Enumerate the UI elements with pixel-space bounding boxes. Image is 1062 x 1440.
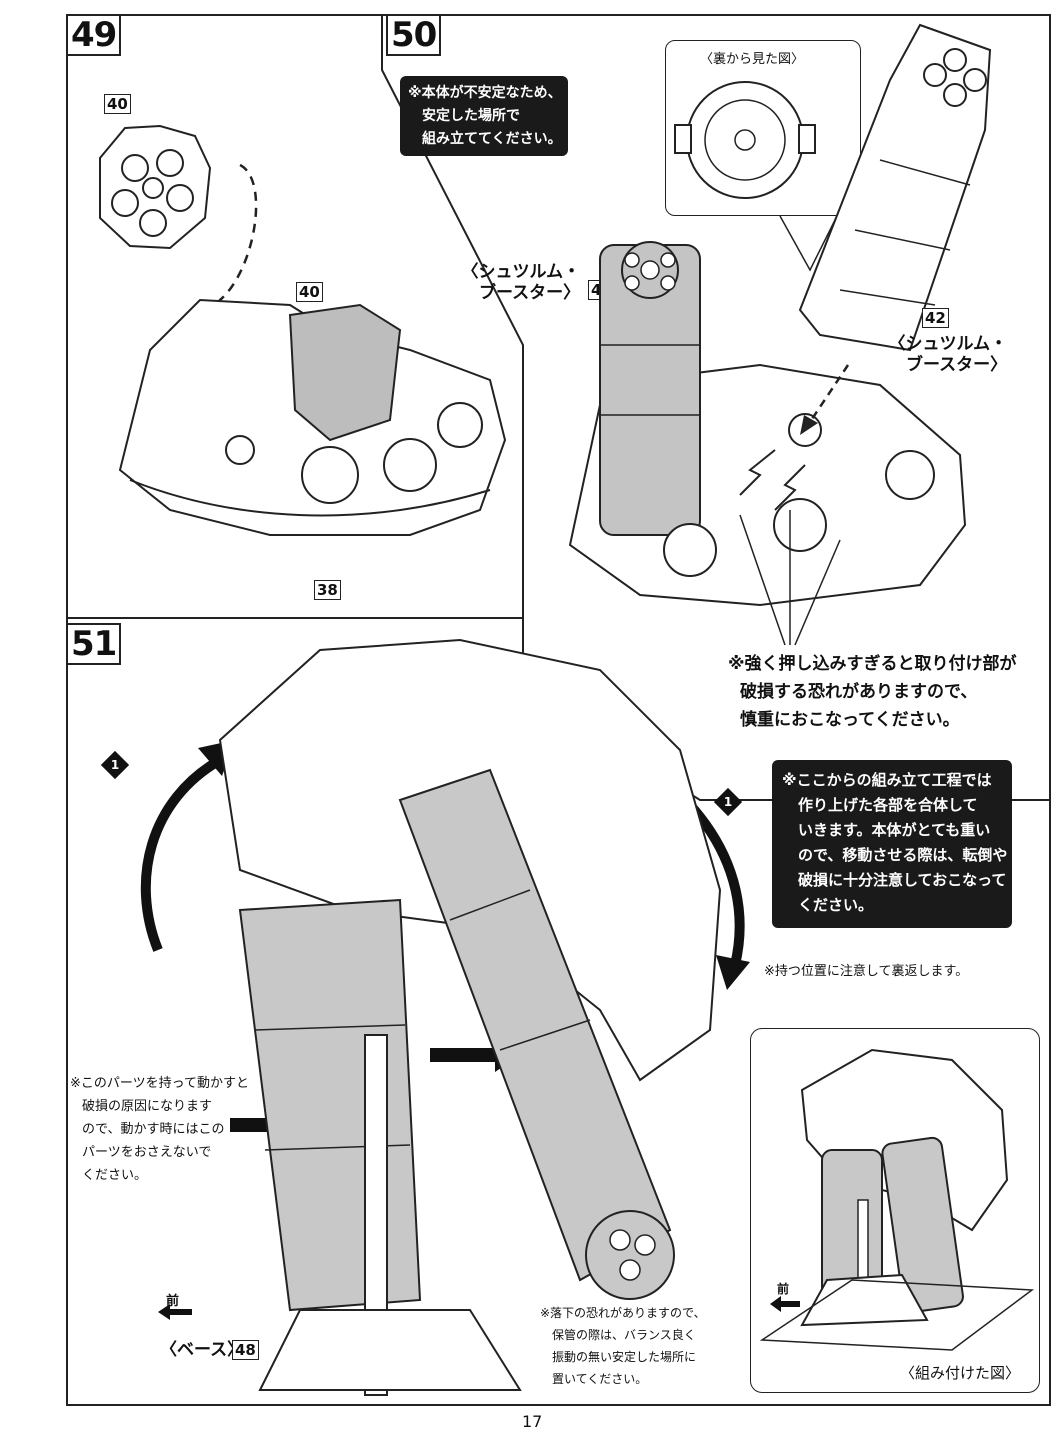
rear-view-inset <box>665 40 861 216</box>
base-label: 〈ベース〉 <box>160 1340 245 1360</box>
assembled-view-illustration <box>759 1048 1035 1351</box>
part-48: 48 <box>232 1340 259 1360</box>
marker-1-left: 1 <box>100 750 130 780</box>
step-50-number: 50 <box>386 14 442 56</box>
booster-label-right: 〈シュツルム・ ブースター〉 <box>888 334 1008 375</box>
rear-view-label: 〈裏から見た図〉 <box>700 52 805 67</box>
front-direction-label-inset: 前 <box>777 1282 790 1296</box>
force-caution-note: ※強く押し込みすぎると取り付け部が 破損する恐れがありますので、 慎重におこなっ… <box>728 654 1017 730</box>
assembled-view-label: 〈組み付けた図〉 <box>900 1364 1021 1382</box>
page-number: 17 <box>522 1412 543 1431</box>
rear-view-illustration <box>674 81 841 272</box>
assembled-view-inset <box>750 1028 1040 1393</box>
flip-note: ※持つ位置に注意して裏返します。 <box>764 964 969 979</box>
heavy-body-warning-box: ※ここからの組み立て工程では 作り上げた各部を合体して いきます。本体がとても重… <box>772 760 1012 928</box>
step-49-number: 49 <box>66 14 122 56</box>
drop-caution-note: ※落下の恐れがありますので、 保管の際は、バランス良く 振動の無い安定した場所に… <box>540 1306 706 1386</box>
step-51-assembly <box>218 638 722 1396</box>
step-51-number: 51 <box>66 623 122 665</box>
step-50-assembly <box>568 241 967 607</box>
step-49-assembly <box>118 298 507 536</box>
front-arrow-icon <box>158 1304 192 1320</box>
part-38: 38 <box>314 580 341 600</box>
part-40-middle: 40 <box>296 282 323 302</box>
caution-pointer-lines <box>739 510 841 646</box>
unstable-warning-box: ※本体が不安定なため、 安定した場所で 組み立ててください。 <box>400 76 568 156</box>
page-frame <box>66 14 1051 1406</box>
part-42-right: 42 <box>922 308 949 328</box>
hold-caution-note: ※このパーツを持って動かすと 破損の原因になります ので、動かす時にはこの パー… <box>70 1076 249 1183</box>
front-arrow-icon-inset <box>770 1296 800 1312</box>
part-40-illustration <box>99 124 212 250</box>
part-40-top: 40 <box>104 94 131 114</box>
booster-label-left: 〈シュツルム・ ブースター〉 <box>461 262 581 303</box>
step-49-panel <box>66 14 382 618</box>
booster-detached-illustration <box>798 23 992 352</box>
